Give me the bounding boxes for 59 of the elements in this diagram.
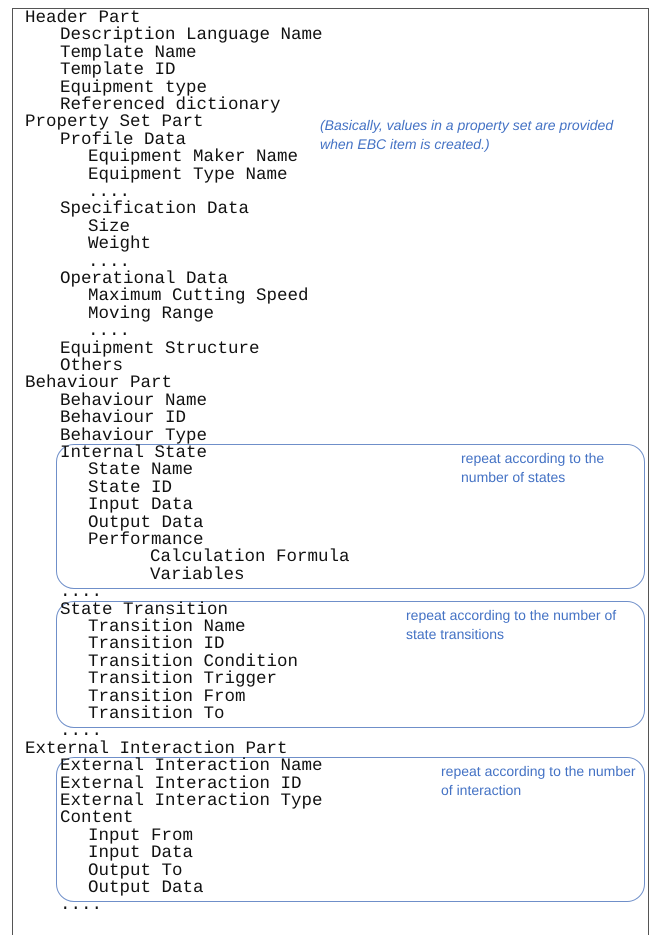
section-heading: Header Part (25, 10, 141, 28)
field-name: Moving Range (88, 306, 214, 324)
ellipsis-text: .... (88, 184, 130, 202)
field-name: Equipment Type Name (88, 166, 288, 184)
note-text: repeat according to the number of states (461, 449, 606, 487)
field-name: Calculation Formula (150, 549, 350, 567)
field-name: Transition From (88, 688, 246, 706)
note-text: repeat according to the number of interaction (441, 762, 637, 800)
field-name: Operational Data (60, 271, 228, 288)
field-name: External Interaction Name (60, 758, 323, 776)
repeat-group-box (56, 444, 645, 590)
field-name: Input From (88, 828, 194, 846)
field-name: Maximum Cutting Speed (88, 288, 309, 306)
field-name: State Transition (60, 602, 228, 619)
field-name: Output Data (88, 514, 204, 532)
field-name: Equipment Maker Name (88, 149, 298, 167)
ellipsis-text: .... (60, 723, 102, 741)
field-name: Internal State (60, 445, 208, 462)
field-name: Content (60, 810, 134, 828)
field-name: Transition Condition (88, 654, 298, 672)
field-name: Weight (88, 236, 152, 254)
ellipsis-text: .... (88, 323, 130, 341)
field-name: Description Language Name (60, 27, 323, 45)
field-name: Transition ID (88, 636, 225, 654)
field-name: Input Data (88, 497, 194, 515)
repeat-group-box (56, 600, 645, 728)
field-name: Performance (88, 532, 204, 550)
field-name: Equipment Structure (60, 340, 260, 358)
field-name: Transition Name (88, 618, 246, 636)
note-text: (Basically, values in a property set are provided when EBC item is created.) (320, 116, 614, 154)
field-name: External Interaction ID (60, 776, 302, 793)
field-name: Template Name (60, 44, 197, 62)
field-name: Transition Trigger (88, 671, 278, 689)
field-name: State ID (88, 480, 172, 498)
field-name: Profile Data (60, 132, 186, 150)
field-name: Others (60, 358, 124, 376)
note-text: repeat according to the number of state transitions (406, 606, 618, 644)
field-name: Size (88, 218, 130, 236)
field-name: Specification Data (60, 201, 250, 219)
field-name: Behaviour ID (60, 410, 186, 428)
field-name: Template ID (60, 62, 176, 80)
ellipsis-text: .... (88, 254, 130, 271)
repeat-group-box (56, 757, 645, 902)
field-name: External Interaction Type (60, 792, 323, 810)
ellipsis-text: .... (60, 897, 102, 915)
field-name: Output To (88, 862, 183, 880)
field-name: Behaviour Name (60, 392, 208, 410)
section-heading: Property Set Part (25, 114, 204, 132)
field-name: Transition To (88, 706, 225, 724)
section-heading: Behaviour Part (25, 375, 172, 393)
section-heading: External Interaction Part (25, 740, 288, 758)
field-name: State Name (88, 462, 194, 480)
field-name: Output Data (88, 880, 204, 898)
field-name: Referenced dictionary (60, 97, 281, 114)
field-name: Equipment type (60, 80, 208, 97)
field-name: Input Data (88, 845, 194, 863)
ellipsis-text: .... (60, 584, 102, 602)
field-name: Variables (150, 566, 245, 584)
field-name: Behaviour Type (60, 428, 208, 445)
